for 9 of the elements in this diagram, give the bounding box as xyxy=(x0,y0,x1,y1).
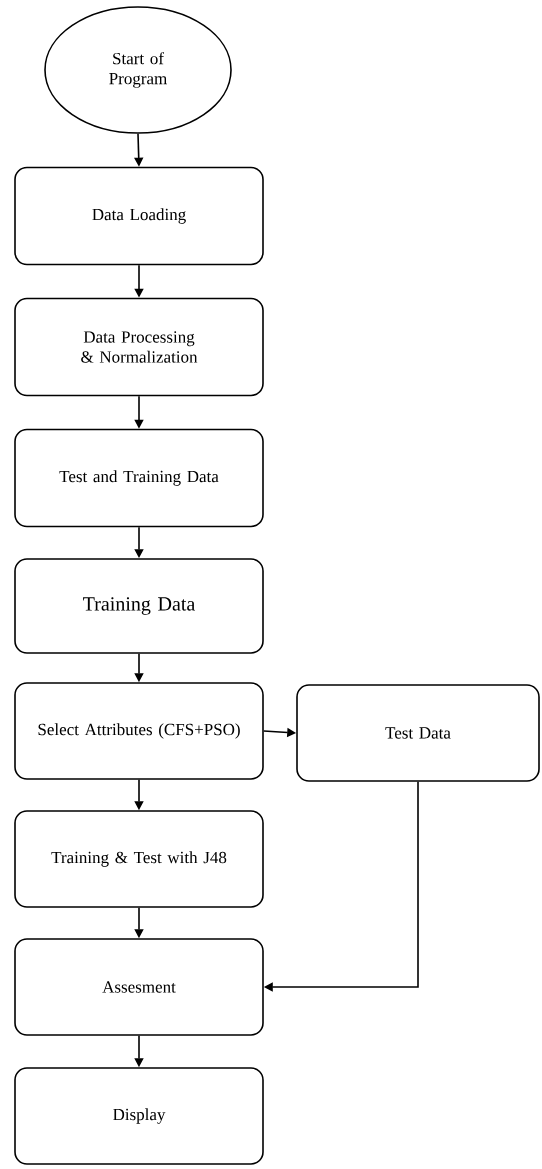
process-box: Assesment xyxy=(14,938,264,1036)
process-box: Select Attributes (CFS+PSO) xyxy=(14,682,264,780)
process-box: Test Data xyxy=(296,684,540,782)
process-box: Display xyxy=(14,1067,264,1165)
process-box: Training & Test with J48 xyxy=(14,810,264,908)
process-box: Training Data xyxy=(14,558,264,654)
process-box: Test and Training Data xyxy=(14,428,264,528)
process-box: Data Processing & Normalization xyxy=(14,297,264,397)
process-box: Data Loading xyxy=(14,166,264,266)
